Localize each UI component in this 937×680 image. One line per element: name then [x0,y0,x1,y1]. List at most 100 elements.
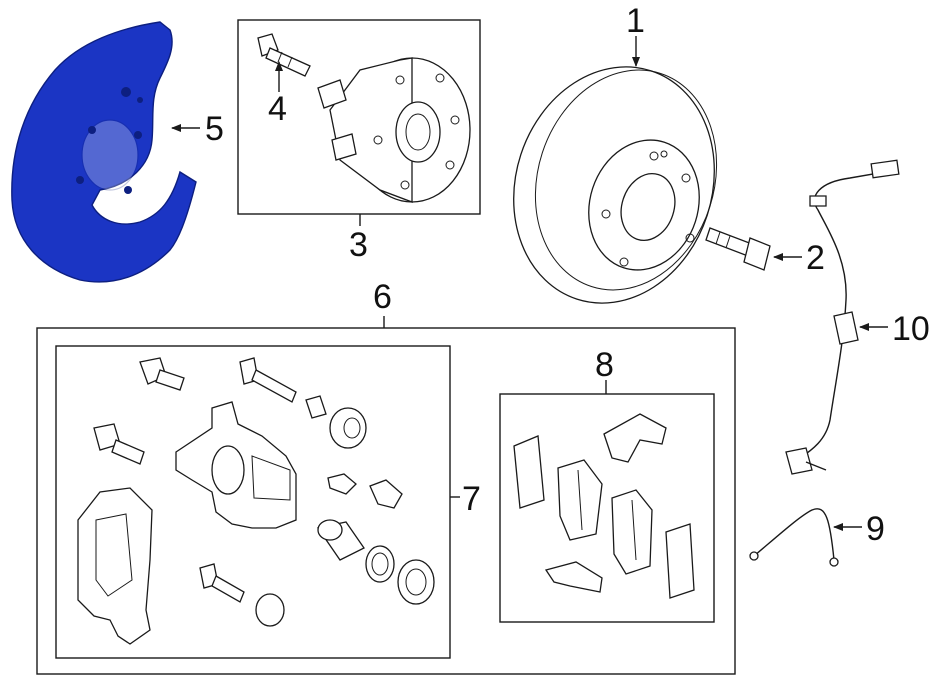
disc-lug-hole [649,151,659,161]
caliper-bracket[interactable] [77,487,153,645]
disc-screw-shaft [705,227,753,257]
bracket-window [95,513,133,597]
hub-mount-ear [317,79,347,109]
disc-outer-edge [534,69,718,291]
bleeder-screw-body [327,473,357,495]
callout-5: 5 [205,110,224,148]
guide-boot[interactable] [329,407,367,449]
dust-shield-bolt-hole [137,97,143,103]
guide-boot-large-inner [343,417,361,439]
sensor-head [785,447,813,475]
brake-pad-body [611,489,653,575]
caliper-box [55,345,451,659]
callout-3: 3 [349,226,368,264]
caliper-bolt-shaft [111,439,145,465]
bleeder-cap-body [369,479,403,509]
brake-pad-box [499,393,715,623]
brake-pad[interactable] [557,459,603,541]
guide-boot-body [305,395,327,419]
callout-7: 7 [462,480,481,518]
wire-end [829,557,839,567]
piston-seal-inner [371,552,389,576]
wire-end [749,551,759,561]
hub-stud-hole [373,135,383,145]
pad-shim[interactable] [513,435,545,509]
bleeder-screw[interactable] [327,473,357,495]
guide-pin[interactable] [239,357,297,403]
pad-retainer-clip-body [544,561,603,593]
disc-screw[interactable] [705,227,771,271]
bracket-body [77,487,153,645]
brake-pad[interactable] [611,489,653,575]
pad-shim-body [665,523,695,599]
caliper-housing[interactable] [175,401,297,529]
wheel-speed-sensor[interactable] [785,159,900,475]
dust-shield-bolt-hole [134,131,142,139]
disc-screw-thread [725,235,731,249]
dust-shield-body [11,21,197,283]
caliper-assembly-box [36,327,736,675]
guide-boot-large [329,407,367,449]
caliper-piston[interactable] [316,519,365,561]
pad-retainer-clip-body [603,413,667,463]
guide-boot[interactable] [305,395,327,419]
disc-lug-hole [660,150,668,158]
pad-shim-body [513,435,545,509]
caliper-piston-bore [211,445,245,495]
guide-pin-shaft [211,575,245,603]
callout-10: 10 [892,310,930,348]
callout-1: 1 [626,2,645,40]
piston-boot-inner [405,568,427,596]
dust-shield-bolt-hole [121,87,131,97]
disc-lug-hole [601,209,611,219]
callout-4: 4 [268,90,287,128]
dust-shield-bolt-hole [124,186,132,194]
caliper-bolt[interactable] [139,357,185,391]
wheel-stud-thread [277,51,283,63]
hub-bore-inner [405,113,431,151]
pad-retainer-clip[interactable] [544,561,603,593]
dust-shield[interactable] [11,21,197,283]
caliper-bridge [251,455,291,501]
guide-boot-small [255,593,285,627]
sensor-tip [805,461,827,471]
caliper-bolt-shaft [155,369,185,391]
sensor-clip [833,311,859,345]
brake-pad-groove [631,499,637,561]
disc-screw-head [743,237,771,271]
dust-shield-center-hole [81,119,139,191]
piston-face [317,519,343,541]
guide-boot[interactable] [255,593,285,627]
wheel-stud[interactable] [257,33,311,77]
hub-stud-hole [400,180,410,190]
wheel-stud-thread [287,56,293,68]
piston-seal-ring [365,545,395,583]
guide-pin-shaft [251,369,297,403]
disc-lug-hole [681,173,691,183]
disc-lug-hole [619,257,629,267]
hub-bore [395,101,441,163]
guide-pin[interactable] [199,563,245,603]
bleeder-cap[interactable] [369,479,403,509]
wheel-hub-bearing[interactable] [317,57,471,203]
piston-boot[interactable] [397,559,435,605]
pad-shim[interactable] [665,523,695,599]
piston-seal[interactable] [365,545,395,583]
callout-2: 2 [806,239,825,277]
brake-disc[interactable] [484,41,745,330]
dust-shield-bolt-hole [88,126,96,134]
callout-8: 8 [595,346,614,384]
hub-stud-hole [445,160,455,170]
disc-center-bore [620,173,676,241]
pad-wear-sensor-wire[interactable] [749,508,839,567]
hub-assembly-box [237,19,481,215]
piston-boot-ring [397,559,435,605]
hub-mount-ear [331,133,357,161]
sensor-grommet [809,195,827,207]
caliper-bolt[interactable] [93,423,145,465]
callout-6: 6 [373,278,392,316]
pad-retainer-clip[interactable] [603,413,667,463]
hub-stud-hole [395,75,405,85]
wire-path [753,508,835,561]
